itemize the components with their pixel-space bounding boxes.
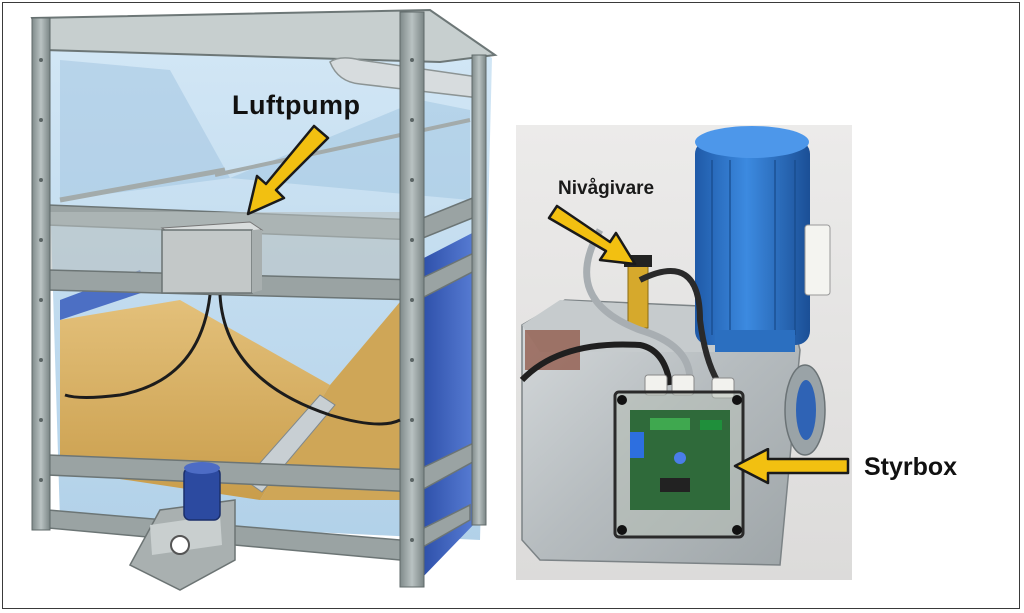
side-panel-right [420,230,478,580]
label-styrbox: Styrbox [864,453,958,481]
post-front-left [31,17,51,531]
label-nivagivare: Nivågivare [558,178,655,199]
label-luftpump: Luftpump [232,90,361,120]
blue-motor [695,126,810,352]
arrow-styrbox-svg [733,448,850,485]
dryer-bin-illustration [30,8,498,591]
grain-pile [60,300,330,500]
control-unit-photo [516,125,852,580]
level-sensor [624,255,652,329]
arrow-styrbox [733,448,850,485]
arrow-nivagivare [547,204,637,266]
post-back-right [471,54,487,526]
luftpump-box [160,221,264,294]
arrow-luftpump [246,124,330,216]
bottom-blower [128,462,236,591]
control-box [613,390,745,539]
